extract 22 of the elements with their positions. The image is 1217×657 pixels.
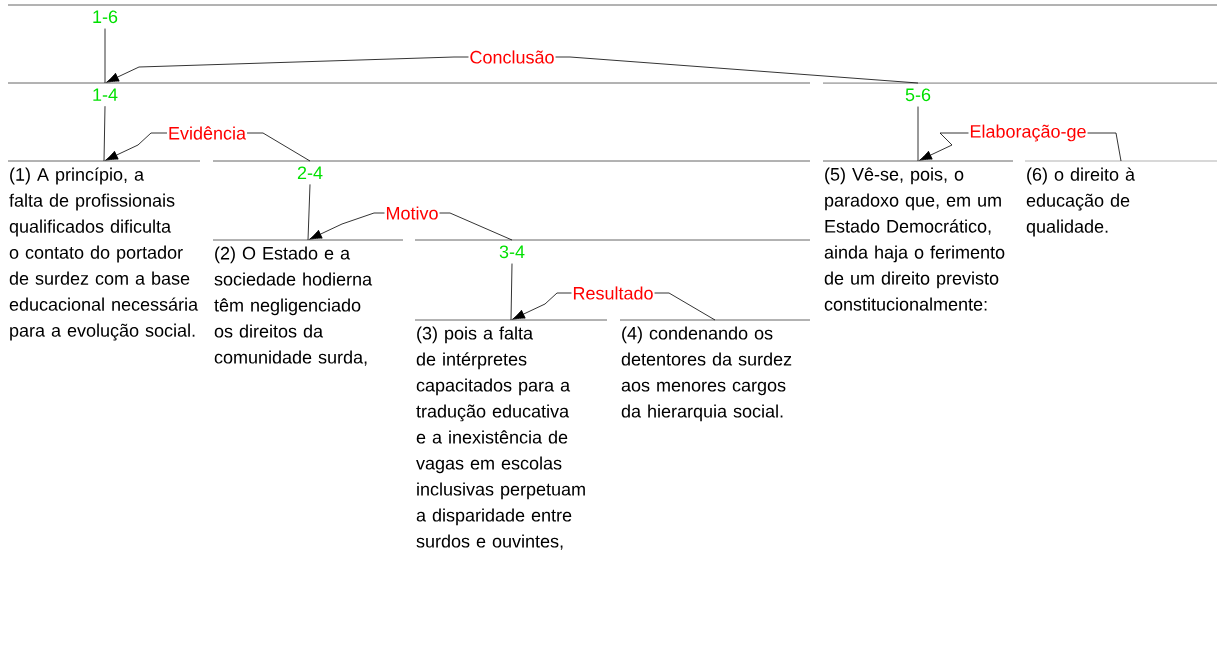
text-segment: (3) pois a falta de intérpretes capacitados para a tradução educativa e a inexistência de vagas em escolas inclusivas perpetuam a disparidade entre surdos e ouvintes, bbox=[414, 319, 608, 550]
nucleus-line bbox=[917, 106, 919, 162]
nucleus-line bbox=[510, 263, 513, 321]
relation-label: Resultado bbox=[571, 285, 655, 301]
relation-label: Evidência bbox=[167, 125, 248, 141]
nucleus-line bbox=[103, 105, 106, 162]
text-segment: (5) Vê-se, pois, o paradoxo que, em um Estado Democrático, ainda haja o ferimento de um direito previsto constitucionalmente: bbox=[822, 160, 1014, 311]
relation-arrow bbox=[106, 56, 919, 84]
nucleus-line bbox=[307, 184, 311, 241]
span-node: 1-4 bbox=[7, 82, 811, 101]
span-node: 5-6 bbox=[822, 82, 1217, 102]
span-node: 1-6 bbox=[7, 4, 1217, 24]
relation-label: Motivo bbox=[384, 205, 440, 221]
text-segment: (4) condenando os detentores da surdez aos menores cargos da hierarquia social. bbox=[619, 319, 811, 422]
relation-label: Conclusão bbox=[468, 49, 556, 65]
span-node: 2-4 bbox=[212, 160, 811, 179]
span-node: 3-4 bbox=[414, 239, 811, 259]
text-segment: (6) o direito à educação de qualidade. bbox=[1024, 160, 1217, 237]
relation-label: Elaboração-ge bbox=[968, 123, 1088, 143]
text-segment: (1) A princípio, a falta de profissionais qualificados dificulta o contato do portador de surdez com a base educacional necessária para a evolução social. bbox=[7, 160, 201, 341]
nucleus-line bbox=[104, 28, 106, 84]
text-segment: (2) O Estado e a sociedade hodierna têm negligenciado os direitos da comunidade surda, bbox=[212, 239, 404, 366]
